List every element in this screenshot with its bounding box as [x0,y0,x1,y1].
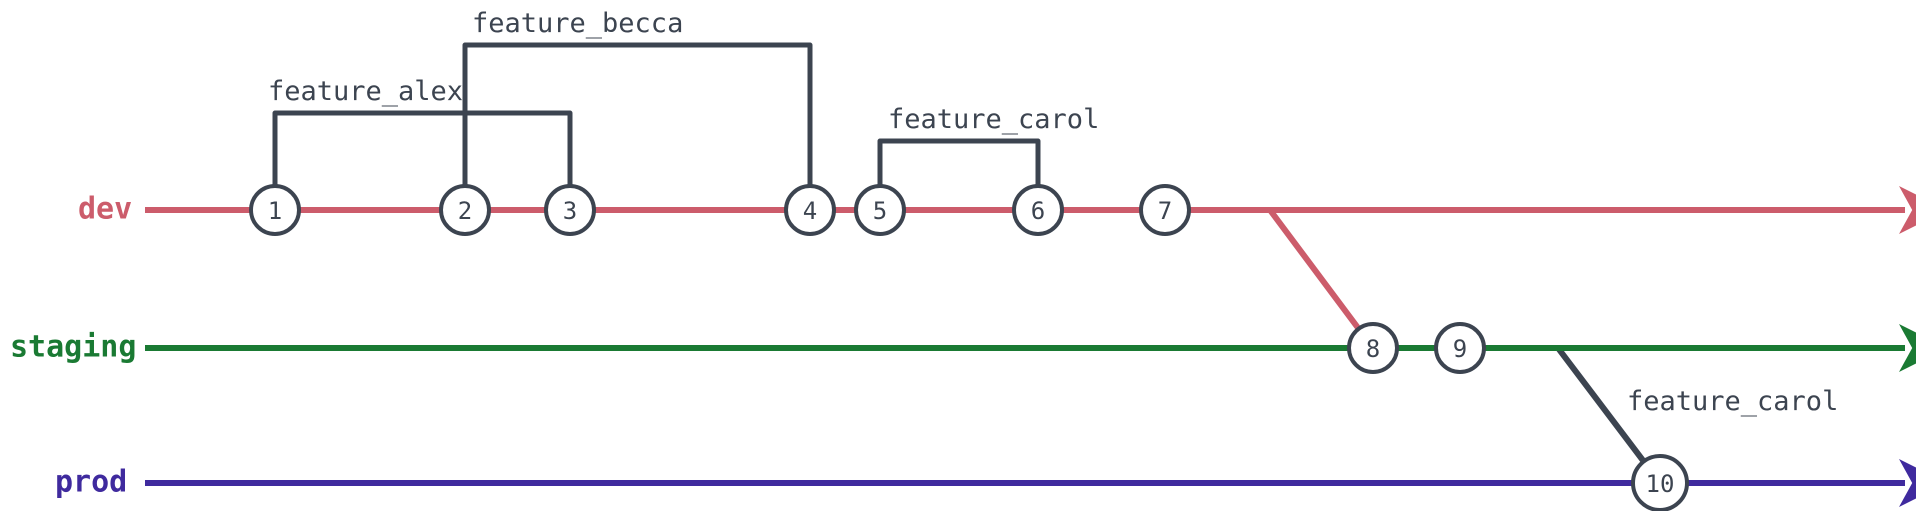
commit-circle-6[interactable] [1012,184,1064,236]
commit-node-10[interactable]: 10 [1631,454,1689,511]
commit-node-8[interactable]: 8 [1347,322,1399,374]
commit-node-1[interactable]: 1 [249,184,301,236]
commit-number-8: 8 [1366,335,1380,363]
feature-label-feature_carol: feature_carol [888,104,1099,135]
commit-node-9[interactable]: 9 [1434,322,1486,374]
commit-circle-1[interactable] [249,184,301,236]
commit-circle-9[interactable] [1434,322,1486,374]
commit-number-2: 2 [458,197,472,225]
commit-nodes-group: 1 2 3 4 5 6 7 8 9 10 [249,184,1689,511]
merge-line-dev-to-staging [1267,207,1376,351]
commit-circle-2[interactable] [439,184,491,236]
feature-brackets-group [272,42,1041,213]
commit-circle-3[interactable] [544,184,596,236]
commit-circle-7[interactable] [1139,184,1191,236]
commit-number-6: 6 [1031,197,1045,225]
commit-number-5: 5 [873,197,887,225]
commit-number-9: 9 [1453,335,1467,363]
commit-node-6[interactable]: 6 [1012,184,1064,236]
commit-circle-10[interactable] [1631,454,1689,511]
branch-label-prod: prod [55,465,127,500]
commit-node-3[interactable]: 3 [544,184,596,236]
commit-node-4[interactable]: 4 [784,184,836,236]
commit-node-5[interactable]: 5 [854,184,906,236]
commit-node-2[interactable]: 2 [439,184,491,236]
branch-lines-group [145,186,1916,507]
feature-bracket-feature_becca [462,42,813,213]
feature-label-feature_becca: feature_becca [472,8,683,39]
commit-circle-4[interactable] [784,184,836,236]
text-labels-group: dev staging prod feature_alex feature_beccaf… [10,8,1838,500]
commit-number-3: 3 [563,197,577,225]
feature-bracket-feature_alex [272,110,573,213]
merge-label-feature_carol: feature_carol [1627,386,1838,417]
commit-circle-5[interactable] [854,184,906,236]
commit-number-7: 7 [1158,197,1172,225]
feature-bracket-feature_carol [877,138,1041,213]
commit-number-4: 4 [803,197,817,225]
branch-label-staging: staging [10,330,136,365]
feature-label-feature_alex: feature_alex [268,76,463,107]
commit-circle-8[interactable] [1347,322,1399,374]
commit-node-7[interactable]: 7 [1139,184,1191,236]
commit-number-1: 1 [268,197,282,225]
commit-number-10: 10 [1646,470,1675,498]
branch-label-dev: dev [78,192,132,227]
